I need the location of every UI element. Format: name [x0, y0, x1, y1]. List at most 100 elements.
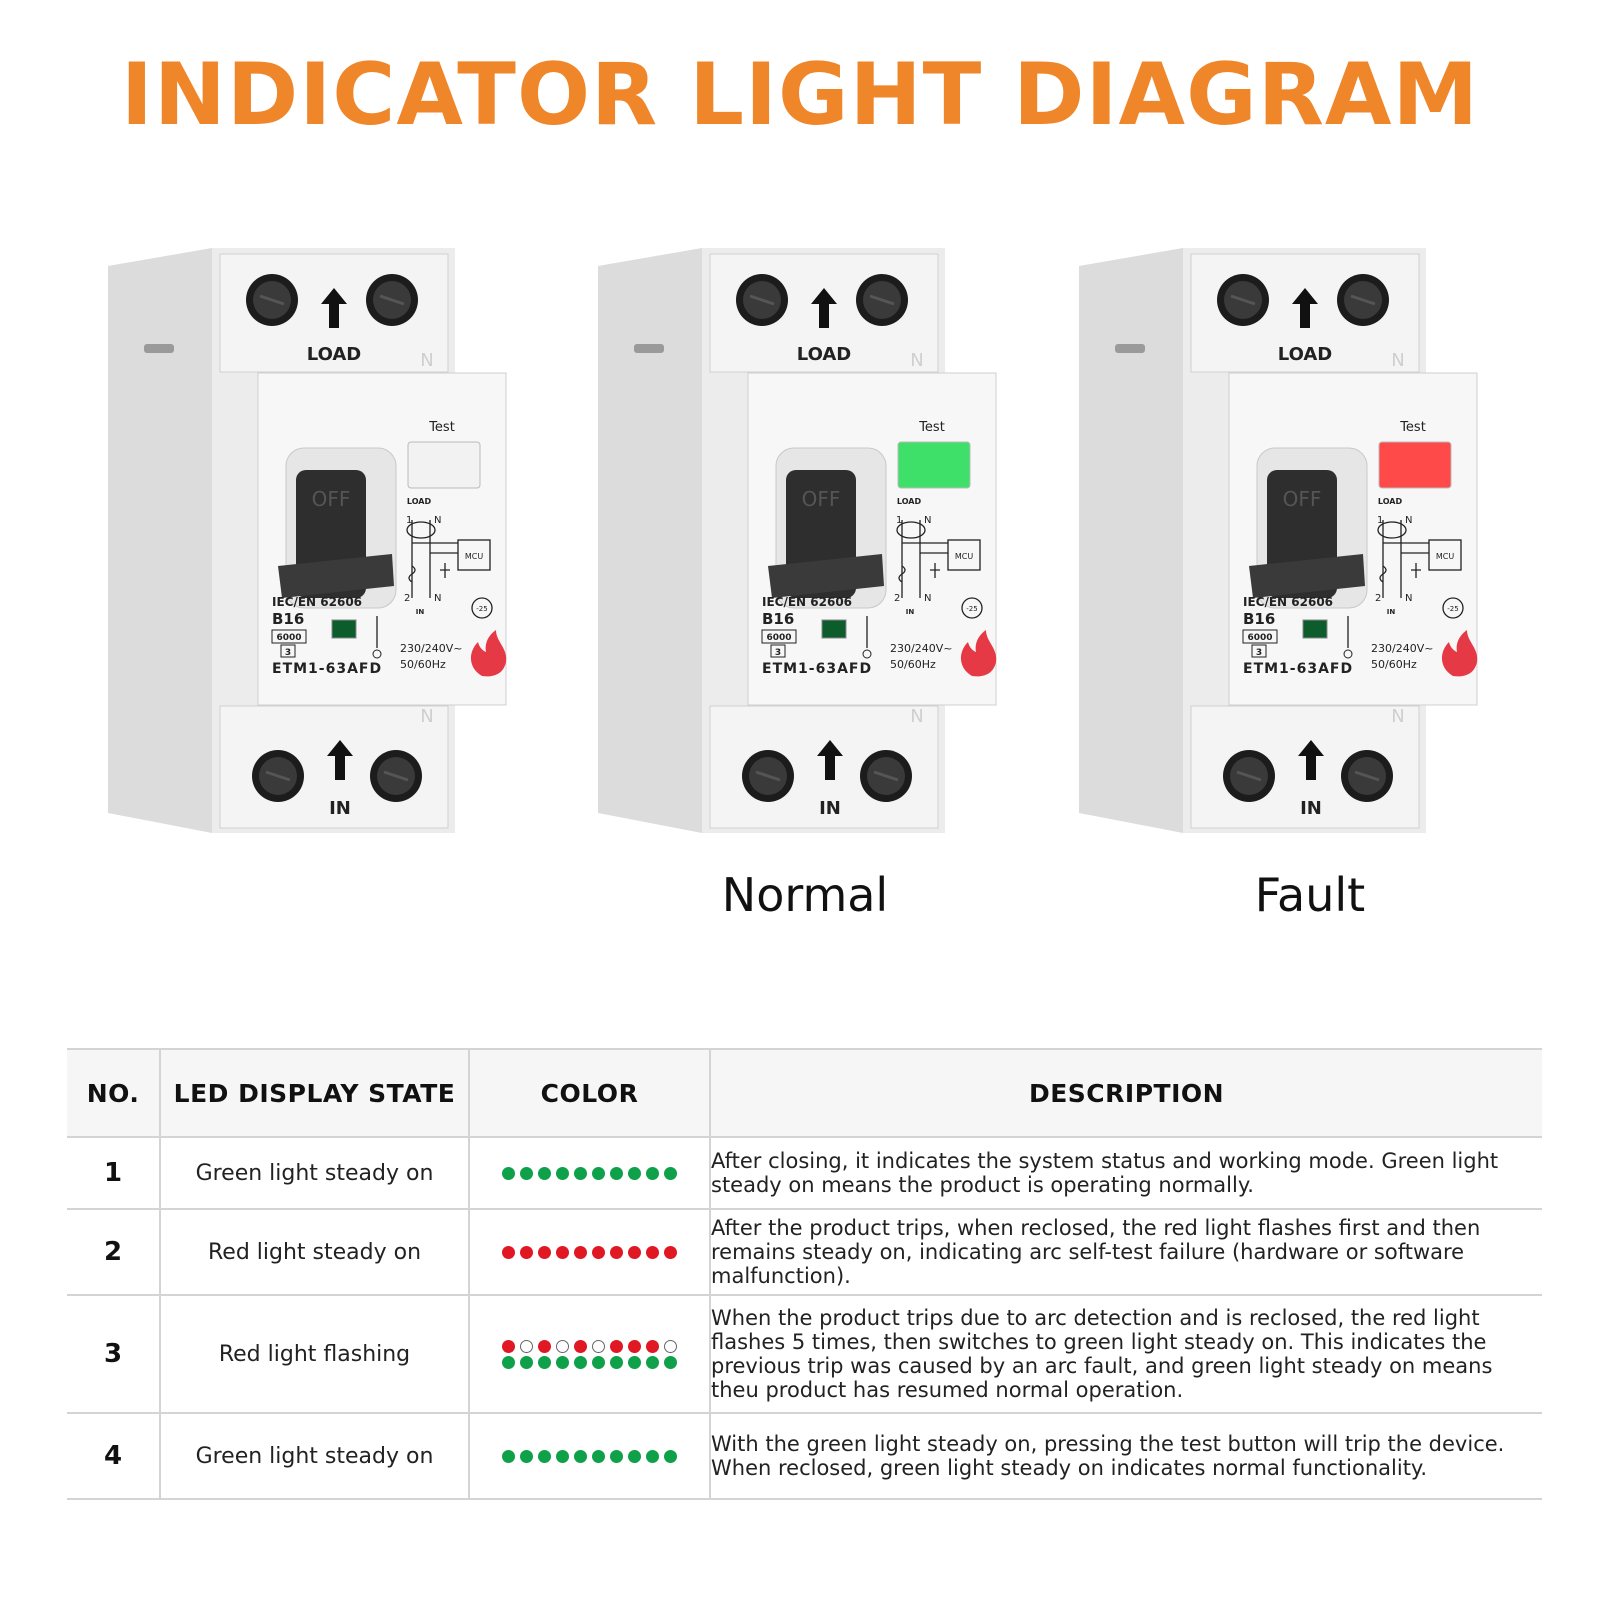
red-dot	[610, 1245, 623, 1259]
arrow-up-icon	[321, 288, 347, 328]
frequency-label: 50/60Hz	[890, 658, 936, 671]
row-number: 3	[67, 1295, 160, 1414]
in-label: IN	[1300, 798, 1322, 819]
arrow-up-icon	[327, 740, 353, 780]
green-dot	[502, 1166, 515, 1180]
screw-slot	[1236, 770, 1262, 782]
diagram-load-label: LOAD	[1378, 497, 1403, 506]
green-dot	[664, 1355, 677, 1369]
red-dot	[646, 1339, 659, 1353]
diagram-mcu-label: MCU	[465, 552, 483, 561]
diagram-mcu-box	[947, 539, 981, 571]
handle-lever	[768, 554, 884, 598]
diagram-line	[412, 542, 458, 578]
green-dot	[520, 1355, 533, 1369]
diagram-terminal-2: 2	[404, 593, 410, 604]
class-box	[280, 644, 296, 658]
wiring-diagram	[406, 520, 491, 598]
off-dot	[520, 1339, 533, 1353]
green-dot	[556, 1449, 569, 1463]
screw-slot	[749, 294, 775, 306]
screw-slot	[1230, 294, 1256, 306]
diagram-ct	[896, 521, 926, 539]
temperature-label: -25	[1447, 605, 1458, 613]
red-dot	[556, 1245, 569, 1259]
green-dot	[592, 1355, 605, 1369]
diagram-in-label: IN	[906, 608, 915, 616]
standard-label: IEC/EN 62606	[762, 595, 852, 609]
red-dot	[538, 1245, 551, 1259]
diagram-mcu-label: MCU	[1436, 552, 1454, 561]
row-color-indicator	[468, 1413, 710, 1500]
row-color-indicator	[468, 1137, 710, 1210]
in-label: IN	[819, 798, 841, 819]
red-dot	[502, 1245, 515, 1259]
test-point	[372, 649, 382, 659]
wiring-diagram	[1377, 520, 1462, 598]
diagram-line	[1383, 542, 1429, 578]
green-dot	[520, 1166, 533, 1180]
caption-normal: Normal	[721, 868, 889, 922]
row-state: Red light steady on	[159, 1209, 469, 1296]
diagram-terminal-1: 1	[1377, 515, 1383, 526]
led-dot-sequence	[470, 1339, 709, 1353]
neutral-label: N	[910, 350, 923, 371]
arrow-up-icon	[1298, 740, 1324, 780]
green-dot	[646, 1449, 659, 1463]
green-dot	[664, 1449, 677, 1463]
row-description: With the green light steady on, pressing…	[709, 1413, 1542, 1500]
diagram-terminal-2: 2	[894, 593, 900, 604]
diagram-terminal-1: 1	[896, 515, 902, 526]
test-point	[1343, 649, 1353, 659]
diagram-in-label: IN	[416, 608, 425, 616]
header-color: COLOR	[468, 1048, 710, 1138]
handle-label: OFF	[1283, 487, 1322, 511]
class-box	[1251, 644, 1267, 658]
diagram-coil	[408, 565, 416, 583]
red-dot	[520, 1245, 533, 1259]
row-number: 4	[67, 1413, 160, 1500]
row-color-indicator	[468, 1295, 710, 1414]
diagram-ct	[406, 521, 436, 539]
green-dot	[556, 1166, 569, 1180]
green-dot	[556, 1355, 569, 1369]
test-button-light	[407, 441, 481, 489]
standard-label: IEC/EN 62606	[272, 595, 362, 609]
neutral-label: N	[1391, 350, 1404, 371]
load-label: LOAD	[797, 344, 852, 365]
test-label: Test	[918, 420, 945, 435]
screw-slot	[379, 294, 405, 306]
row-state: Green light steady on	[159, 1413, 469, 1500]
table-row: 1 Green light steady on After closing, i…	[67, 1137, 1542, 1210]
diagram-terminal-n: N	[434, 593, 441, 604]
led-dot-sequence	[470, 1166, 709, 1180]
green-dot	[502, 1449, 515, 1463]
model-label: ETM1-63AFD	[1243, 661, 1353, 677]
led-dot-sequence	[470, 1245, 709, 1259]
screw-slot	[259, 294, 285, 306]
diagram-coil	[898, 565, 906, 583]
off-dot	[556, 1339, 569, 1353]
flame-icon	[960, 630, 997, 677]
caption-fault: Fault	[1254, 868, 1366, 922]
green-dot	[646, 1355, 659, 1369]
red-dot	[574, 1245, 587, 1259]
header-description: DESCRIPTION	[709, 1048, 1542, 1138]
green-dot	[592, 1449, 605, 1463]
diagram-terminal-n: N	[924, 515, 931, 526]
green-dot	[520, 1449, 533, 1463]
load-label: LOAD	[1278, 344, 1333, 365]
capacity-label: 6000	[1247, 633, 1272, 643]
flame-icon	[470, 630, 507, 677]
class-label: 3	[775, 648, 781, 658]
diagram-in-label: IN	[1387, 608, 1396, 616]
led-state-table: NO. LED DISPLAY STATE COLOR DESCRIPTION …	[67, 1048, 1542, 1500]
din-clip	[144, 344, 174, 353]
capacity-label: 6000	[276, 633, 301, 643]
table-header-row: NO. LED DISPLAY STATE COLOR DESCRIPTION	[67, 1048, 1542, 1138]
green-dot	[502, 1355, 515, 1369]
led-dot-sequence	[470, 1449, 709, 1463]
table-row: 2 Red light steady on After the product …	[67, 1209, 1542, 1296]
green-dot	[646, 1166, 659, 1180]
